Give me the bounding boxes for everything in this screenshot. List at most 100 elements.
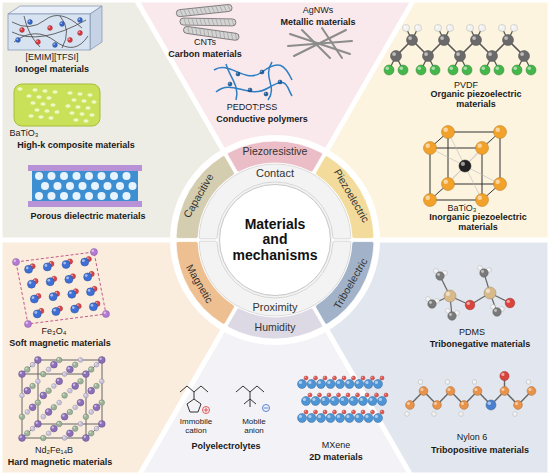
cnt-illustration-part-part	[232, 19, 234, 25]
porous-dielectric-illustration-part	[98, 192, 106, 200]
nd2fe14b-crystal-part	[52, 362, 54, 364]
nd2fe14b-crystal-part	[94, 405, 96, 407]
nd2fe14b-crystal-part	[20, 393, 25, 398]
ionogel-illustration-part	[28, 20, 33, 25]
pvdf-molecule-part	[415, 25, 422, 32]
nd2fe14b-crystal-part	[26, 410, 28, 412]
node-text: Humidity	[255, 322, 296, 334]
pvdf-molecule-part	[480, 26, 482, 28]
material-class-label: Tribonegative materials	[430, 340, 531, 350]
mxene-illustration-part	[364, 414, 373, 423]
ionogel-illustration-part	[14, 34, 88, 48]
nd2fe14b-crystal-part	[31, 384, 33, 386]
pvdf-molecule-part	[494, 65, 504, 75]
nd2fe14b-crystal-part	[38, 360, 39, 424]
mxene-illustration-part	[360, 398, 363, 401]
nd2fe14b-crystal-part	[52, 384, 54, 386]
material-class-label: Ionogel materials	[15, 65, 89, 75]
mxene-illustration-part	[368, 397, 377, 406]
pvdf-molecule-part	[511, 25, 518, 32]
nd2fe14b-crystal-part	[79, 422, 81, 424]
pvdf-molecule-part	[424, 52, 428, 56]
nylon6-molecule-part	[500, 371, 509, 380]
pedot-pss-illustration-part	[260, 70, 264, 74]
mxene-illustration-part	[326, 414, 335, 423]
pdms-molecule-part	[444, 290, 456, 302]
nd2fe14b-crystal-part	[31, 427, 33, 429]
high-k-composite-illustration-part	[44, 109, 49, 113]
cnt-illustration-part-part	[223, 32, 226, 38]
fe3o4-crystal-part	[84, 273, 92, 281]
nd2fe14b-crystal-part	[30, 426, 35, 431]
fe3o4-crystal-part	[25, 321, 32, 328]
batio3-crystal-part	[459, 160, 471, 172]
nylon6-molecule-part	[405, 412, 407, 414]
cnt-illustration-part-part	[207, 30, 210, 36]
material-name-label: [EMIM][TFSI]	[26, 53, 79, 63]
batio3-crystal-part	[482, 148, 483, 200]
nd2fe14b-crystal-part	[63, 393, 65, 395]
cnt-illustration-part-part	[200, 8, 203, 14]
fe3o4-crystal-part	[103, 311, 110, 318]
nd2fe14b-crystal-part	[41, 414, 46, 419]
mxene-illustration-part	[350, 398, 353, 401]
batio3-crystal-part	[443, 179, 448, 184]
polyelectrolyte-illustration-part	[263, 405, 270, 412]
mxene-illustration-part	[374, 414, 383, 423]
cnt-illustration-part-part	[199, 29, 202, 35]
ionogel-illustration-part	[12, 16, 82, 29]
mxene-illustration-part	[381, 377, 382, 378]
nd2fe14b-crystal-part	[90, 410, 92, 412]
fe3o4-crystal-part	[50, 294, 53, 297]
nd2fe14b-crystal-part	[41, 371, 47, 377]
mxene-illustration-part	[352, 411, 353, 412]
fe3o4-crystal-part	[87, 288, 95, 296]
cnt-illustration-part-part	[224, 5, 227, 11]
nd2fe14b-crystal-part	[47, 368, 49, 370]
pdms-molecule-part	[448, 312, 456, 320]
pvdf-molecule-part	[386, 67, 390, 71]
fe3o4-crystal-part	[82, 259, 85, 262]
nd2fe14b-crystal-part	[98, 357, 105, 364]
pdms-molecule-part	[429, 301, 432, 304]
porous-dielectric-illustration-part	[110, 192, 118, 200]
mxene-illustration-part	[299, 415, 302, 418]
fe3o4-crystal-part	[43, 263, 51, 271]
batio3-crystal-part	[443, 127, 448, 132]
pedot-pss-illustration-part	[261, 71, 262, 72]
mxene-illustration-part	[309, 394, 310, 395]
nylon6-molecule-part	[513, 412, 515, 414]
nd2fe14b-crystal-part	[46, 388, 52, 394]
batio3-crystal-part	[495, 127, 500, 132]
mxene-illustration-part	[362, 377, 363, 378]
nd2fe14b-crystal-part	[84, 436, 86, 438]
nylon6-molecule-part	[514, 401, 523, 410]
mxene-illustration-part	[374, 380, 383, 389]
ionogel-illustration-part	[78, 18, 80, 20]
mxene-illustration-part	[365, 381, 368, 384]
pvdf-molecule-part	[504, 36, 508, 40]
pdms-molecule-part	[494, 309, 497, 312]
ionogel-illustration-part	[12, 20, 86, 37]
interaction-ring-label: Contact	[240, 165, 310, 181]
nd2fe14b-crystal-part	[62, 372, 67, 377]
nd2fe14b-crystal-part	[79, 379, 81, 381]
mxene-illustration-part	[312, 398, 315, 401]
ionogel-illustration-part	[36, 40, 38, 42]
ionogel-illustration-part	[68, 38, 73, 43]
mxene-illustration-part	[369, 398, 372, 401]
nd2fe14b-crystal-part	[62, 436, 67, 441]
nd2fe14b-crystal-part	[73, 427, 75, 429]
pvdf-molecule-part	[418, 67, 422, 71]
cnt-illustration-part-part	[224, 19, 226, 25]
batio3-crystal-part	[500, 132, 501, 184]
polyelectrolyte-illustration-part	[187, 399, 201, 412]
pdms-molecule-part	[505, 298, 515, 308]
fe3o4-crystal-part	[88, 289, 91, 292]
nylon6-molecule-part	[528, 388, 531, 391]
mxene-illustration-part	[356, 381, 359, 384]
pedot-pss-illustration-part	[264, 92, 268, 96]
nd2fe14b-crystal-part	[77, 399, 84, 406]
cnt-illustration-part-part	[212, 19, 214, 25]
cnt-illustration-part-part	[212, 7, 215, 13]
